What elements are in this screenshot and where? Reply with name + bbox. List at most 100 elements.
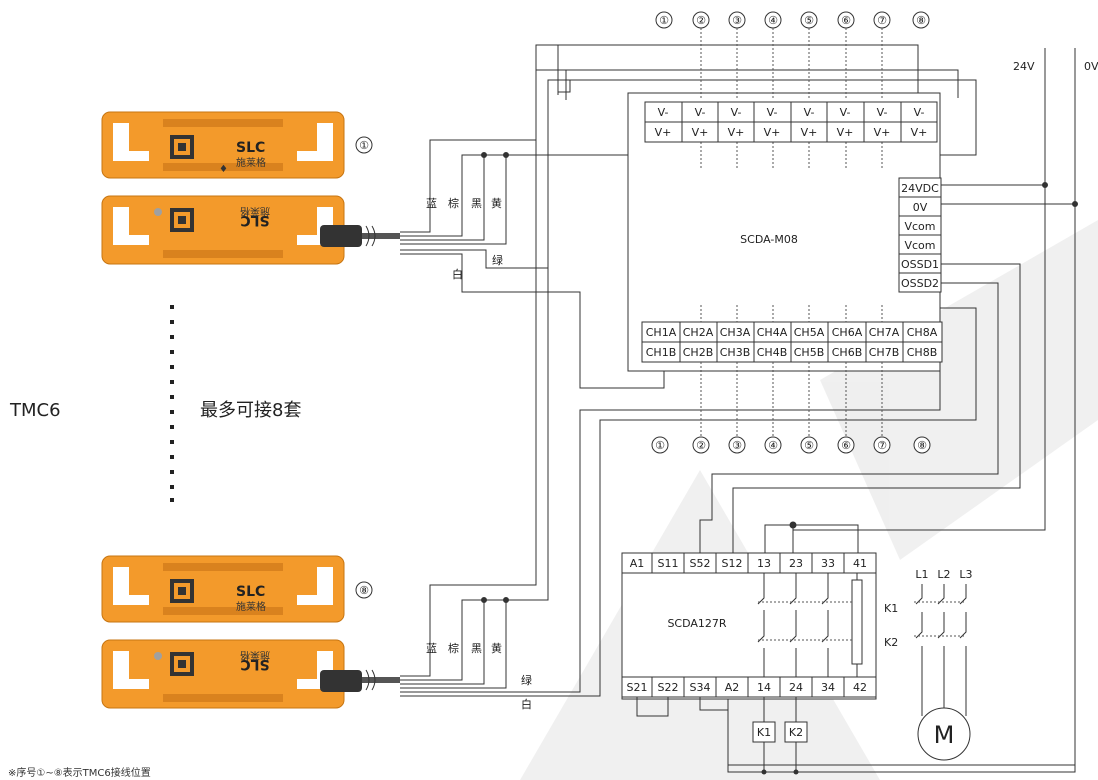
wire-label-white-8: 白 bbox=[521, 697, 532, 711]
wire-label-white: 白 bbox=[452, 267, 463, 281]
svg-text:CH2B: CH2B bbox=[683, 346, 714, 359]
motor: M bbox=[917, 707, 971, 761]
svg-text:CH1B: CH1B bbox=[646, 346, 677, 359]
sensor-switch-8: SLC 施莱格 bbox=[101, 639, 362, 709]
cables bbox=[362, 225, 400, 691]
svg-text:CH5B: CH5B bbox=[794, 346, 825, 359]
svg-text:②: ② bbox=[696, 439, 706, 452]
top-leads bbox=[700, 28, 883, 170]
svg-text:⑥: ⑥ bbox=[841, 14, 851, 27]
svg-text:S12: S12 bbox=[722, 557, 743, 570]
terminal-cha-row: CH1A CH2A CH3A CH4A CH5A CH6A CH7A CH8A bbox=[641, 321, 943, 343]
svg-text:④: ④ bbox=[768, 439, 778, 452]
svg-text:24VDC: 24VDC bbox=[901, 182, 939, 195]
svg-text:⑦: ⑦ bbox=[877, 14, 887, 27]
wire-label-green-8: 绿 bbox=[521, 673, 532, 687]
phase-l2: L2 bbox=[937, 568, 950, 581]
svg-text:V+: V+ bbox=[837, 126, 854, 139]
brand-logo: SLC bbox=[240, 212, 269, 228]
brand-logo: SLC bbox=[240, 656, 269, 672]
wires-sensor-8 bbox=[400, 45, 977, 697]
wire-label-blue: 蓝 bbox=[426, 197, 437, 210]
supply-24v-label: 24V bbox=[1013, 60, 1035, 73]
svg-text:CH2A: CH2A bbox=[683, 326, 714, 339]
brand-logo: SLC bbox=[236, 584, 265, 600]
relay-name: SCDA127R bbox=[667, 617, 726, 630]
svg-text:①: ① bbox=[659, 14, 669, 27]
terminal-vminus-row: V- V- V- V- V- V- V- V- bbox=[644, 101, 938, 123]
contactor-k1-label: K1 bbox=[884, 602, 898, 615]
safety-relay-scda127r: SCDA127R A1 S11 S52 S12 13 23 33 41 S21 … bbox=[621, 552, 877, 700]
svg-text:A2: A2 bbox=[725, 681, 740, 694]
svg-text:⑦: ⑦ bbox=[877, 439, 887, 452]
svg-text:V+: V+ bbox=[911, 126, 928, 139]
sensor-actuator-1: SLC 施莱格 ♦ bbox=[101, 111, 345, 179]
coil-k1: K1 bbox=[752, 697, 776, 772]
wire-label-yellow-8: 黄 bbox=[491, 641, 502, 655]
brand-name: 施莱格 bbox=[240, 649, 270, 662]
svg-text:V-: V- bbox=[658, 106, 669, 119]
svg-text:CH7B: CH7B bbox=[869, 346, 900, 359]
svg-text:S11: S11 bbox=[658, 557, 679, 570]
brand-logo: SLC bbox=[236, 140, 265, 156]
sensor-actuator-8: SLC 施莱格 bbox=[101, 555, 345, 623]
motor-label: M bbox=[934, 721, 955, 749]
svg-text:CH4B: CH4B bbox=[757, 346, 788, 359]
svg-text:K1: K1 bbox=[757, 726, 771, 739]
svg-text:S52: S52 bbox=[690, 557, 711, 570]
svg-text:V-: V- bbox=[695, 106, 706, 119]
svg-text:④: ④ bbox=[768, 14, 778, 27]
svg-text:CH8B: CH8B bbox=[907, 346, 938, 359]
svg-text:24: 24 bbox=[789, 681, 803, 694]
svg-text:⑤: ⑤ bbox=[804, 14, 814, 27]
svg-text:⑧: ⑧ bbox=[917, 439, 927, 452]
svg-text:41: 41 bbox=[853, 557, 867, 570]
wire-label-black-8: 黑 bbox=[471, 642, 482, 655]
svg-text:S34: S34 bbox=[690, 681, 711, 694]
svg-text:OSSD1: OSSD1 bbox=[901, 258, 939, 271]
svg-text:34: 34 bbox=[821, 681, 835, 694]
svg-text:CH3B: CH3B bbox=[720, 346, 751, 359]
svg-text:V-: V- bbox=[877, 106, 888, 119]
svg-text:CH6B: CH6B bbox=[832, 346, 863, 359]
controller-name: SCDA-M08 bbox=[740, 233, 798, 246]
svg-text:33: 33 bbox=[821, 557, 835, 570]
svg-text:V+: V+ bbox=[801, 126, 818, 139]
svg-text:①: ① bbox=[359, 139, 369, 152]
device-model: TMC6 bbox=[9, 400, 61, 421]
svg-text:V+: V+ bbox=[728, 126, 745, 139]
max-connect-note: 最多可接8套 bbox=[200, 400, 301, 421]
sensor-1-label: ① bbox=[355, 136, 373, 154]
svg-text:CH6A: CH6A bbox=[832, 326, 863, 339]
ellipsis-dots bbox=[170, 305, 174, 502]
supply-rails bbox=[699, 48, 1078, 766]
bottom-channel-numbers: ① ② ③ ④ ⑤ ⑥ ⑦ ⑧ bbox=[651, 436, 931, 454]
svg-text:CH7A: CH7A bbox=[869, 326, 900, 339]
footnote: ※序号①~⑧表示TMC6接线位置 bbox=[8, 766, 151, 779]
svg-text:⑥: ⑥ bbox=[841, 439, 851, 452]
wire-label-green: 绿 bbox=[492, 253, 503, 267]
svg-text:0V: 0V bbox=[913, 201, 928, 214]
cable-gland bbox=[320, 225, 362, 247]
svg-text:③: ③ bbox=[732, 14, 742, 27]
svg-text:Vcom: Vcom bbox=[904, 220, 935, 233]
svg-text:♦: ♦ bbox=[219, 164, 228, 175]
top-channel-numbers: ① ② ③ ④ ⑤ ⑥ ⑦ ⑧ bbox=[655, 11, 930, 29]
svg-text:V-: V- bbox=[840, 106, 851, 119]
svg-text:CH4A: CH4A bbox=[757, 326, 788, 339]
sensor-8-label: ⑧ bbox=[355, 581, 373, 599]
wire-label-brown: 棕 bbox=[448, 196, 459, 210]
svg-text:V-: V- bbox=[804, 106, 815, 119]
phase-l3: L3 bbox=[959, 568, 972, 581]
svg-text:⑧: ⑧ bbox=[359, 584, 369, 597]
terminal-vplus-row: V+ V+ V+ V+ V+ V+ V+ V+ bbox=[644, 121, 938, 143]
svg-text:S22: S22 bbox=[658, 681, 679, 694]
svg-text:CH5A: CH5A bbox=[794, 326, 825, 339]
svg-text:⑤: ⑤ bbox=[804, 439, 814, 452]
svg-text:CH3A: CH3A bbox=[720, 326, 751, 339]
bottom-leads bbox=[700, 305, 883, 436]
svg-text:V-: V- bbox=[731, 106, 742, 119]
terminal-side-column: 24VDC 0V Vcom Vcom OSSD1 OSSD2 bbox=[898, 177, 942, 293]
svg-text:V+: V+ bbox=[692, 126, 709, 139]
supply-0v-label: 0V bbox=[1084, 60, 1098, 73]
